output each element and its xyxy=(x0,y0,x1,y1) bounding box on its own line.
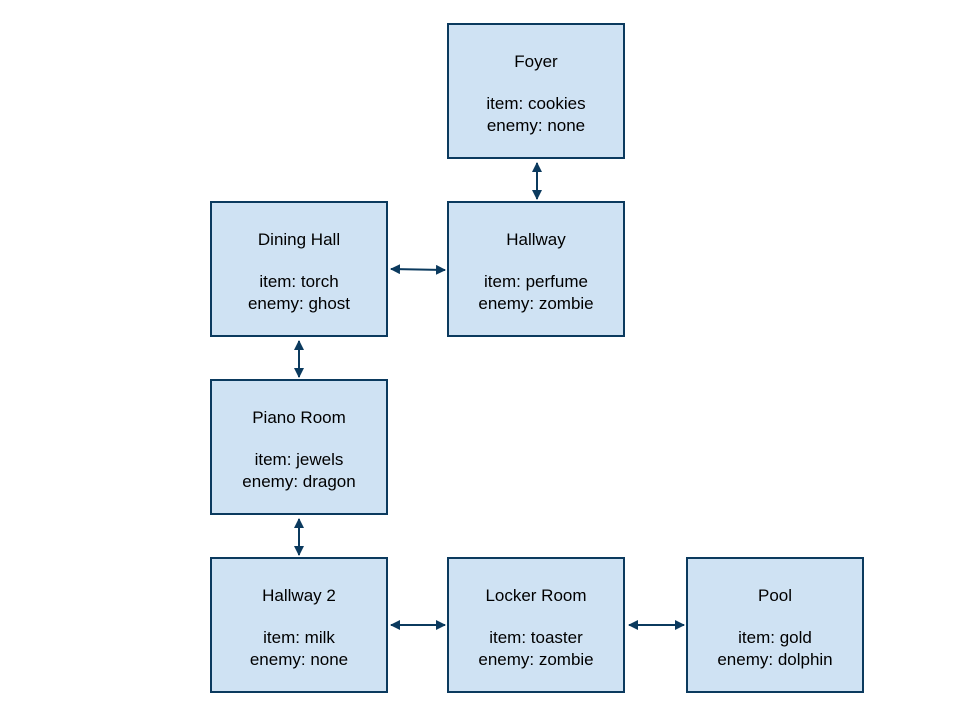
room-node-locker-room: Locker Room item: toaster enemy: zombie xyxy=(447,557,625,693)
room-title: Locker Room xyxy=(485,586,587,605)
room-node-dining-hall: Dining Hall item: torch enemy: ghost xyxy=(210,201,388,337)
room-title: Hallway xyxy=(506,230,566,249)
room-enemy: enemy: ghost xyxy=(247,294,351,313)
room-item: item: milk xyxy=(263,628,335,647)
room-enemy: enemy: dolphin xyxy=(717,650,833,669)
room-node-pool: Pool item: gold enemy: dolphin xyxy=(686,557,864,693)
room-item: item: toaster xyxy=(489,628,583,647)
room-title: Pool xyxy=(757,586,793,605)
room-title: Dining Hall xyxy=(257,230,341,249)
room-item: item: perfume xyxy=(484,272,588,291)
room-title: Hallway 2 xyxy=(262,586,336,605)
room-item: item: cookies xyxy=(486,94,586,113)
room-enemy: enemy: zombie xyxy=(478,650,594,669)
room-enemy: enemy: none xyxy=(486,116,586,135)
room-enemy: enemy: dragon xyxy=(242,472,356,491)
room-node-hallway-2: Hallway 2 item: milk enemy: none xyxy=(210,557,388,693)
room-node-piano-room: Piano Room item: jewels enemy: dragon xyxy=(210,379,388,515)
room-enemy: enemy: none xyxy=(249,650,349,669)
room-enemy: enemy: zombie xyxy=(478,294,594,313)
room-title: Piano Room xyxy=(252,408,346,427)
room-item: item: torch xyxy=(259,272,339,291)
room-node-hallway: Hallway item: perfume enemy: zombie xyxy=(447,201,625,337)
room-node-foyer: Foyer item: cookies enemy: none xyxy=(447,23,625,159)
room-item: item: jewels xyxy=(254,450,344,469)
room-title: Foyer xyxy=(514,52,558,71)
room-item: item: gold xyxy=(738,628,812,647)
connection-dining-hall-hallway xyxy=(390,264,446,275)
